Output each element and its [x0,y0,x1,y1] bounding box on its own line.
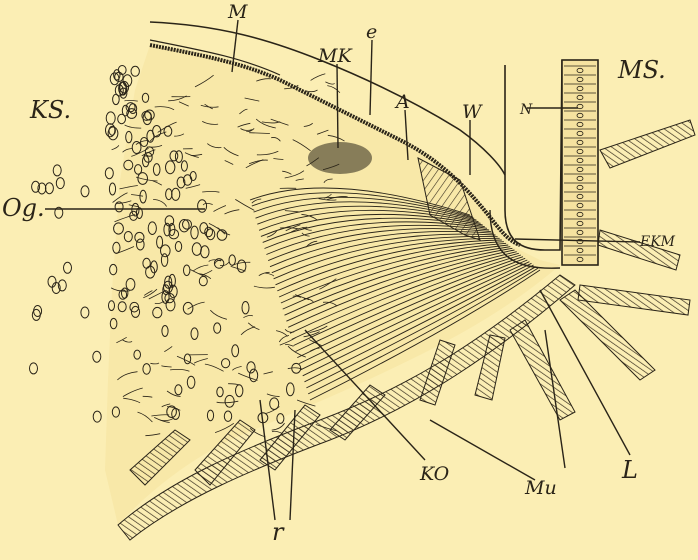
cartilage-cell [81,307,89,318]
columnar-epithelium [562,60,598,265]
cartilage-cell [30,363,38,374]
fiber-strand [272,423,285,430]
label-e: e [366,21,377,43]
fiber-strand [272,431,283,433]
label-n: N [519,102,533,118]
label-og: Og. [2,194,45,222]
cartilage-cell [109,183,115,195]
fiber-strand [325,82,334,84]
cartilage-cell [131,66,139,76]
label-l: L [621,456,638,484]
label-r: r [272,518,285,546]
label-ko: KO [419,463,450,485]
label-mk: MK [317,45,353,67]
fiber-strand [112,145,119,150]
cartilage-cell [113,94,120,104]
cartilage-cell [32,309,40,320]
label-w: W [462,101,483,123]
cartilage-cell [56,178,64,189]
mk-cluster [308,142,372,174]
label-mu: Mu [524,477,557,499]
cartilage-cell [114,70,120,80]
cartilage-cell [93,411,101,422]
cartilage-cell [93,351,101,362]
cartilage-cell [45,183,53,194]
fiber-strand [311,74,326,81]
cartilage-cell [53,165,61,176]
fiber-strand [306,90,318,92]
cartilage-cell [48,276,56,287]
cartilage-cell [105,168,113,179]
pointer-e [370,40,372,115]
label-a: A [394,91,410,113]
label-ks: KS. [29,96,71,124]
label-m: M [227,1,248,23]
label-ekm: EKM [639,234,676,250]
cartilage-cell [64,262,72,273]
cartilage-cell [106,112,115,124]
pointer-mk [337,64,338,148]
fiber-strand [125,100,138,101]
cartilage-cell [123,75,132,87]
label-ms: MS. [617,56,666,84]
cartilage-cell [81,186,89,197]
